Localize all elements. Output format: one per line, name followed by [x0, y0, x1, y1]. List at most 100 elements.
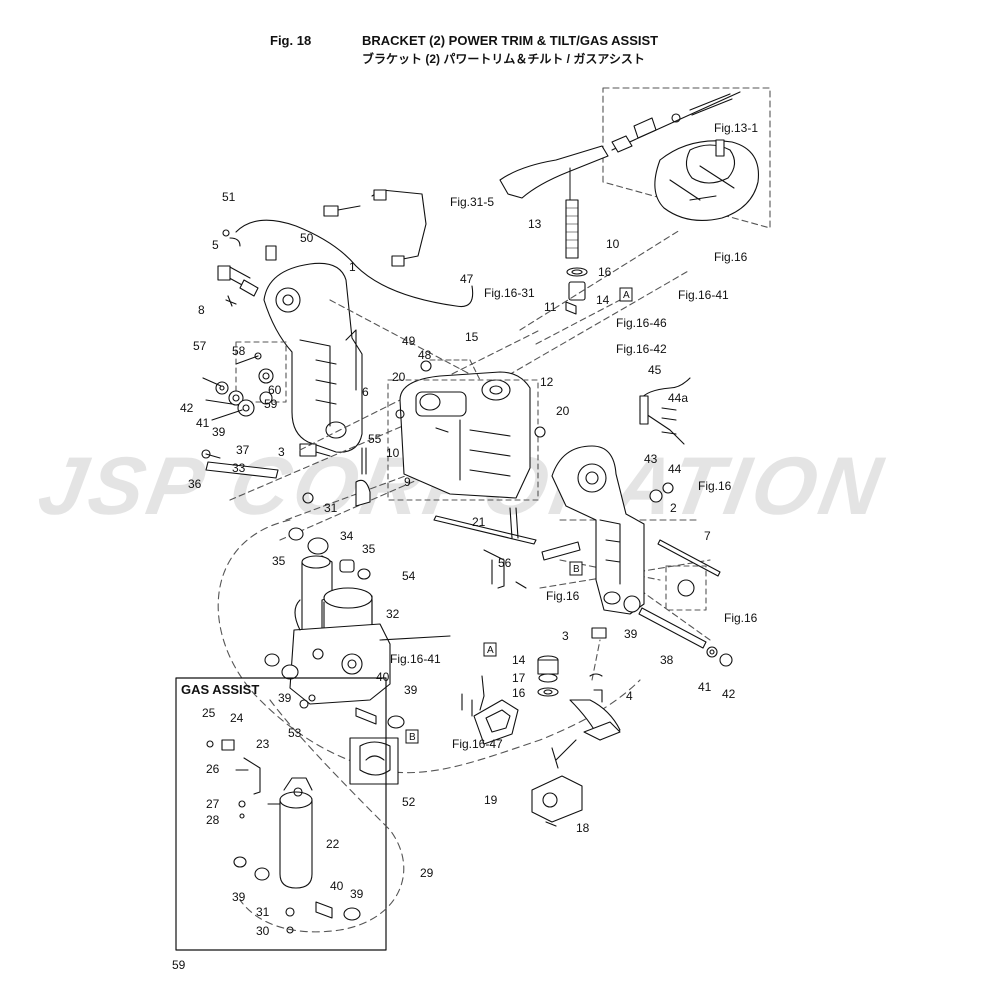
swivel-bracket-13 — [499, 145, 609, 259]
callout-13: 13 — [528, 217, 542, 231]
callout-50: 50 — [300, 231, 314, 245]
callout-53: 53 — [288, 726, 302, 740]
callout-39b: 39 — [624, 627, 638, 641]
tilt-tube-9 — [387, 359, 539, 501]
box-b-left: B — [409, 732, 416, 743]
callout-15: 15 — [465, 330, 479, 344]
figure-number: Fig. 18 — [270, 33, 312, 48]
callout-28: 28 — [206, 813, 220, 827]
callout-27: 27 — [206, 797, 220, 811]
callout-35b: 35 — [362, 542, 376, 556]
callout-60: 60 — [268, 383, 282, 397]
callout-39e: 39 — [232, 890, 246, 904]
callout-33: 33 — [232, 461, 246, 475]
callout-59: 59 — [264, 397, 278, 411]
callout-39c: 39 — [278, 691, 292, 705]
callout-12: 12 — [540, 375, 554, 389]
callout-49: 49 — [402, 334, 416, 348]
callout-39f: 39 — [350, 887, 364, 901]
ref-fig13-1: Fig.13-1 — [714, 121, 758, 135]
callout-41a: 41 — [196, 416, 210, 430]
callout-21: 21 — [472, 515, 486, 529]
callout-4: 4 — [626, 689, 633, 703]
callout-31a: 31 — [324, 501, 338, 515]
callout-32: 32 — [386, 607, 400, 621]
ref-fig16-42: Fig.16-42 — [616, 342, 667, 356]
callout-19: 19 — [484, 793, 498, 807]
ref-fig16-46: Fig.16-46 — [616, 316, 667, 330]
callout-10b: 10 — [606, 237, 620, 251]
callout-39d: 39 — [404, 683, 418, 697]
callout-40a: 40 — [376, 670, 390, 684]
ref-fig16-31: Fig.16-47 — [452, 737, 503, 751]
callout-17: 17 — [512, 671, 526, 685]
power-trim-tilt-unit-32 — [289, 555, 451, 705]
callout-52: 52 — [402, 795, 416, 809]
figure-title-japanese: ブラケット (2) パワートリム＆チルト / ガスアシスト — [362, 52, 645, 66]
ref-fig16-b: Fig.16 — [698, 479, 732, 493]
callout-56: 56 — [498, 556, 512, 570]
callout-37: 37 — [236, 443, 250, 457]
callout-16b: 16 — [512, 686, 526, 700]
box-a-top: A — [623, 290, 630, 301]
callout-38: 38 — [660, 653, 674, 667]
callout-48: 48 — [418, 348, 432, 362]
clamp-bracket-left-1 — [263, 262, 363, 453]
callout-11: 11 — [544, 300, 557, 314]
callout-45: 45 — [648, 363, 662, 377]
page-number: 59 — [172, 958, 186, 972]
callout-55: 55 — [368, 432, 382, 446]
callout-39a: 39 — [212, 425, 226, 439]
callout-47: 47 — [460, 272, 474, 286]
ref-fig16-d: Fig.16 — [724, 611, 758, 625]
callout-24: 24 — [230, 711, 244, 725]
callout-20a: 20 — [392, 370, 406, 384]
callout-7: 7 — [704, 529, 711, 543]
clamp-bracket-right-2 — [551, 445, 645, 615]
part-callouts: 51 5 50 1 8 57 58 60 59 42 41 39 37 3 33… — [180, 190, 736, 938]
callout-40b: 40 — [330, 879, 344, 893]
ref-fig16-c: Fig.16 — [546, 589, 580, 603]
callout-16a: 16 — [598, 265, 612, 279]
callout-57: 57 — [193, 339, 207, 353]
figure-title: BRACKET (2) POWER TRIM & TILT/GAS ASSIST — [362, 33, 659, 48]
callout-3a: 3 — [278, 445, 285, 459]
callout-44a: 44a — [668, 391, 688, 405]
ref-fig31-5: Fig.31-5 — [450, 195, 494, 209]
callout-29: 29 — [420, 866, 434, 880]
callout-34: 34 — [340, 529, 354, 543]
fig13-1-inset — [602, 87, 771, 229]
box-a-bottom: A — [487, 645, 494, 656]
callout-10a: 10 — [386, 446, 400, 460]
box-b-right: B — [573, 564, 580, 575]
callout-23: 23 — [256, 737, 270, 751]
callout-41b: 41 — [698, 680, 712, 694]
ref-fig16-a: Fig.16 — [714, 250, 748, 264]
callout-42b: 42 — [722, 687, 736, 701]
callout-14a: 14 — [596, 293, 610, 307]
callout-22: 22 — [326, 837, 340, 851]
ref-fig16-47: Fig.16-31 — [484, 286, 535, 300]
callout-31b: 31 — [256, 905, 270, 919]
callout-20b: 20 — [556, 404, 570, 418]
callout-36: 36 — [188, 477, 202, 491]
figure-references: Fig.13-1 Fig.16 Fig.31-5 Fig.16-41 Fig.1… — [390, 121, 758, 751]
ref-fig16-41-b: Fig.16-41 — [390, 652, 441, 666]
callout-6: 6 — [362, 385, 369, 399]
gas-assist-label: GAS ASSIST — [181, 682, 260, 697]
gas-cylinder-22 — [267, 777, 313, 889]
callout-18: 18 — [576, 821, 590, 835]
callout-35a: 35 — [272, 554, 286, 568]
callout-54: 54 — [402, 569, 416, 583]
callout-5: 5 — [212, 238, 219, 252]
callout-14b: 14 — [512, 653, 526, 667]
callout-26: 26 — [206, 762, 220, 776]
callout-58: 58 — [232, 344, 246, 358]
callout-9: 9 — [404, 475, 411, 489]
callout-2: 2 — [670, 501, 677, 515]
callout-51: 51 — [222, 190, 236, 204]
callout-1: 1 — [349, 260, 356, 274]
callout-42a: 42 — [180, 401, 194, 415]
